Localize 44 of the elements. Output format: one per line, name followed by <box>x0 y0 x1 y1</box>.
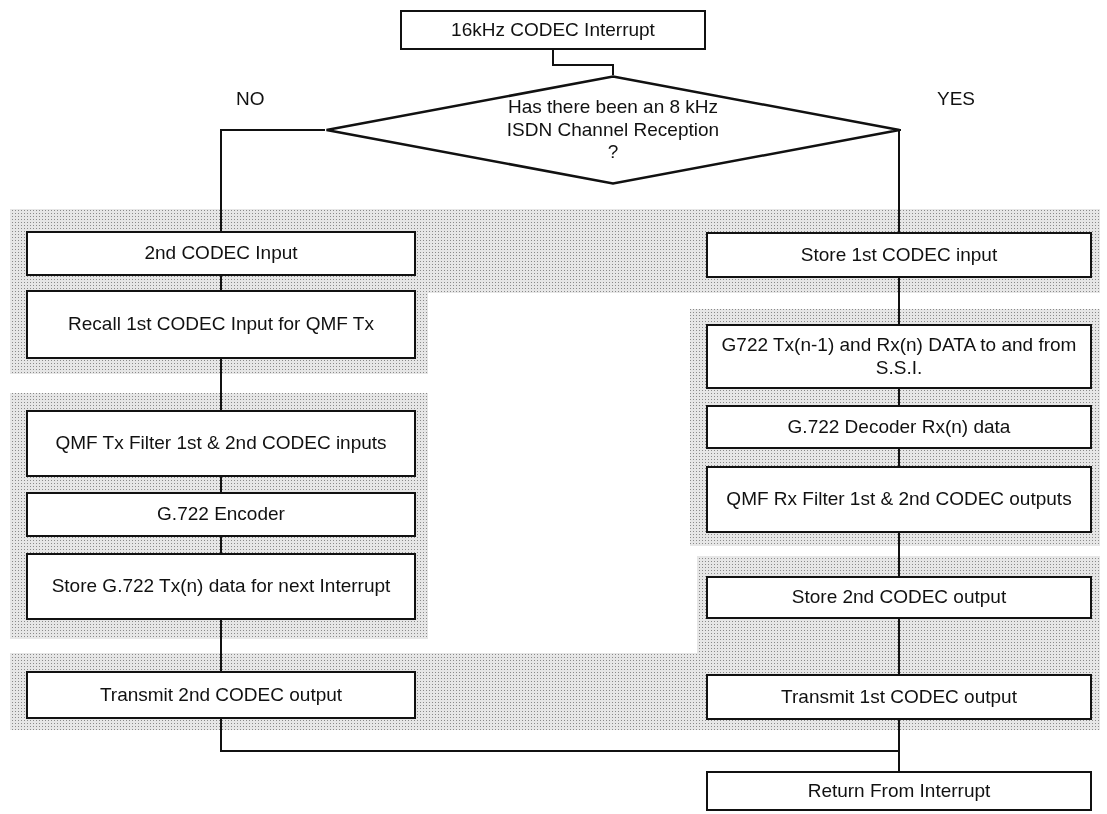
step-text: G722 Tx(n-1) and Rx(n) DATA to and from S.S.I. <box>720 333 1078 380</box>
connector-line <box>552 49 614 76</box>
step-text: G.722 Encoder <box>156 503 286 526</box>
step-text: Transmit 1st CODEC output <box>780 685 1018 709</box>
connector-line <box>220 619 222 672</box>
process-box <box>706 771 1092 811</box>
connector-line <box>220 358 222 411</box>
step-text: Transmit 2nd CODEC output <box>98 683 344 707</box>
process-box <box>26 231 416 276</box>
connector-line <box>220 476 222 493</box>
step-text: Store 1st CODEC input <box>799 243 999 267</box>
step-text: Store 2nd CODEC output <box>790 586 1008 609</box>
process-box <box>26 410 416 477</box>
step-text: QMF Tx Filter 1st & 2nd CODEC inputs <box>54 432 388 455</box>
connector-line <box>898 277 900 325</box>
step-text: G.722 Decoder Rx(n) data <box>786 415 1012 439</box>
process-box <box>706 466 1092 533</box>
process-box <box>26 553 416 620</box>
process-box <box>26 671 416 719</box>
connector-line <box>898 388 900 406</box>
process-box <box>706 324 1092 389</box>
step-text: 16kHz CODEC Interrupt <box>450 18 656 42</box>
process-box <box>706 232 1092 278</box>
connector-line <box>898 532 900 577</box>
step-text: 2nd CODEC Input <box>143 242 299 265</box>
process-box <box>400 10 706 50</box>
process-box <box>706 674 1092 720</box>
step-text: Store G.722 Tx(n) data for next Interrupt <box>50 575 392 598</box>
process-box <box>706 576 1092 619</box>
connector-line <box>220 275 222 291</box>
step-text: Recall 1st CODEC Input for QMF Tx <box>67 313 375 336</box>
step-text: Return From Interrupt <box>806 779 992 803</box>
decision-diamond <box>325 75 901 185</box>
process-box <box>706 405 1092 449</box>
connector-line <box>220 536 222 554</box>
connector-line <box>220 129 326 232</box>
process-box <box>26 492 416 537</box>
connector-line <box>898 448 900 467</box>
step-text: Has there been an 8 kHz ISDN Channel Reception ? <box>505 95 721 165</box>
process-box <box>26 290 416 359</box>
step-text: QMF Rx Filter 1st & 2nd CODEC outputs <box>725 488 1073 511</box>
connector-line <box>898 129 902 233</box>
connector-line <box>898 719 900 772</box>
connector-line <box>898 618 900 675</box>
